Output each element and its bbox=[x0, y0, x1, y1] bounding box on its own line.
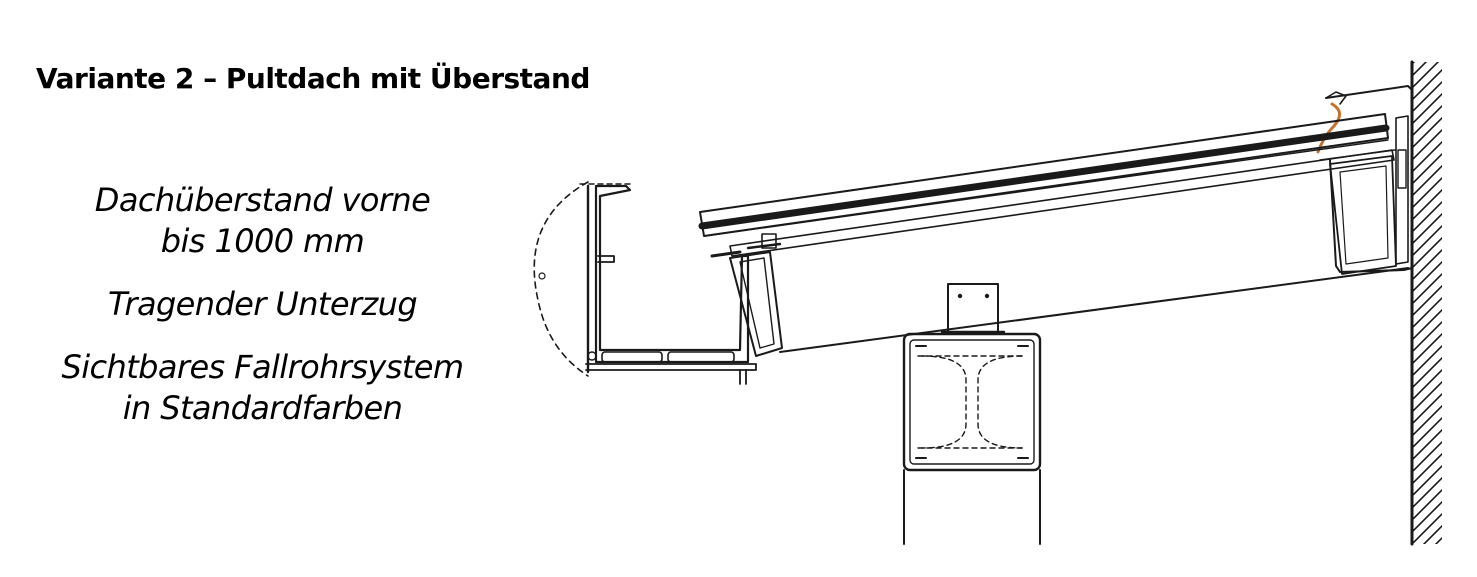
support-post bbox=[902, 332, 1042, 545]
note-line: Tragender Unterzug bbox=[107, 285, 418, 323]
note-line: bis 1000 mm bbox=[160, 222, 365, 260]
roof-panel bbox=[698, 113, 1395, 257]
note-line: Sichtbares Fallrohrsystem bbox=[61, 348, 465, 386]
rafter bbox=[779, 267, 1409, 353]
note-line: Dachüberstand vorne bbox=[94, 181, 431, 219]
feature-notes: Dachüberstand vorne bis 1000 mm Tragende… bbox=[40, 180, 485, 451]
wall-profile bbox=[1319, 85, 1413, 273]
note-downpipe: Sichtbares Fallrohrsystem in Standardfar… bbox=[40, 347, 485, 429]
note-roof-overhang: Dachüberstand vorne bis 1000 mm bbox=[40, 180, 485, 262]
wall bbox=[1410, 60, 1442, 546]
note-beam: Tragender Unterzug bbox=[40, 284, 485, 325]
sealing-strip bbox=[1316, 102, 1341, 154]
connector-plate bbox=[940, 283, 1006, 334]
gutter-profile bbox=[585, 184, 757, 385]
page-title: Variante 2 – Pultdach mit Überstand bbox=[36, 62, 590, 95]
downpipe-outline bbox=[533, 181, 589, 377]
note-line: in Standardfarben bbox=[122, 389, 403, 427]
rafter-end-profile bbox=[710, 233, 783, 357]
rafter-rear-profile bbox=[1329, 155, 1397, 275]
